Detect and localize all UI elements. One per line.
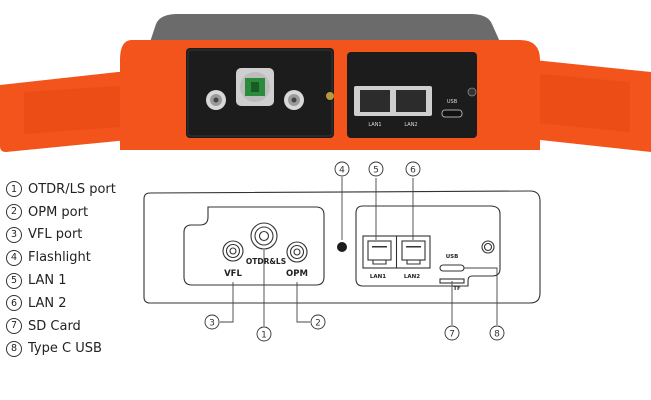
legend-item: 2 OPM port: [6, 201, 156, 224]
legend-number: 7: [6, 318, 22, 335]
legend-label: OTDR/LS port: [28, 181, 116, 197]
callout-6-text: 6: [410, 166, 416, 176]
usb-label: USB: [446, 254, 459, 260]
usb-port-photo: [441, 109, 463, 118]
device-photo: LAN1 LAN2 USB: [0, 14, 651, 152]
opm-connector-photo: [284, 90, 304, 110]
vfl-connector-photo: [206, 90, 226, 110]
leader-line-2: [296, 282, 310, 323]
callout-5-text: 5: [373, 166, 379, 176]
callout-3-text: 3: [209, 319, 215, 329]
reset-hole: [481, 240, 495, 254]
flashlight-photo: [326, 92, 334, 100]
callout-4: 4: [334, 161, 350, 177]
vfl-port: [222, 240, 244, 262]
lan1-port: [367, 240, 392, 261]
tf-label: TF: [453, 286, 461, 292]
legend-label: Type C USB: [28, 341, 102, 357]
legend-label: LAN 2: [28, 295, 67, 311]
legend-number: 1: [6, 181, 22, 198]
callout-5: 5: [368, 161, 384, 177]
callout-7: 7: [444, 325, 460, 341]
reset-hole-photo: [467, 87, 477, 97]
optical-panel-outline: [183, 206, 325, 286]
callout-2-text: 2: [315, 319, 321, 329]
callout-8: 8: [489, 325, 505, 341]
legend-item: 4 Flashlight: [6, 246, 156, 269]
callout-8-text: 8: [494, 330, 500, 340]
photo-lan2-label: LAN2: [404, 122, 417, 128]
port-legend: 1 OTDR/LS port 2 OPM port 3 VFL port 4 F…: [6, 178, 156, 360]
legend-number: 2: [6, 204, 22, 221]
otdr-connector-photo: [236, 68, 274, 106]
legend-label: VFL port: [28, 227, 83, 243]
lan2-port: [401, 240, 426, 261]
callout-4-text: 4: [339, 166, 345, 176]
usb-c-port: [439, 264, 465, 272]
lan2-port-photo: [396, 90, 426, 112]
flashlight: [337, 242, 347, 252]
legend-number: 6: [6, 295, 22, 312]
leader-line-8: [464, 267, 498, 325]
legend-item: 1 OTDR/LS port: [6, 178, 156, 201]
legend-item: 8 Type C USB: [6, 338, 156, 361]
otdr-port: [250, 222, 278, 250]
callout-7-text: 7: [449, 330, 455, 340]
lan1-port-photo: [360, 90, 390, 112]
legend-item: 6 LAN 2: [6, 292, 156, 315]
vfl-label: VFL: [224, 269, 242, 279]
photo-usb-label: USB: [447, 99, 458, 105]
callout-1: 1: [256, 326, 272, 342]
leader-line-3: [220, 282, 234, 323]
otdr-ls-label: OTDR&LS: [246, 257, 286, 266]
callout-2: 2: [310, 314, 326, 330]
callout-6: 6: [405, 161, 421, 177]
device-top: [150, 14, 500, 42]
legend-number: 4: [6, 249, 22, 266]
legend-number: 5: [6, 272, 22, 289]
legend-label: SD Card: [28, 318, 81, 334]
lan2-label: LAN2: [404, 274, 420, 280]
legend-item: 5 LAN 1: [6, 269, 156, 292]
opm-port: [286, 241, 308, 263]
legend-label: LAN 1: [28, 273, 67, 289]
legend-label: Flashlight: [28, 250, 91, 266]
legend-label: OPM port: [28, 204, 89, 220]
legend-item: 3 VFL port: [6, 224, 156, 247]
device-outline: [143, 190, 541, 304]
callout-1-text: 1: [261, 331, 267, 341]
callout-3: 3: [204, 314, 220, 330]
legend-number: 3: [6, 226, 22, 243]
legend-item: 7 SD Card: [6, 315, 156, 338]
opm-label: OPM: [286, 269, 308, 279]
lan1-label: LAN1: [370, 274, 386, 280]
legend-number: 8: [6, 340, 22, 357]
photo-lan1-label: LAN1: [368, 122, 381, 128]
